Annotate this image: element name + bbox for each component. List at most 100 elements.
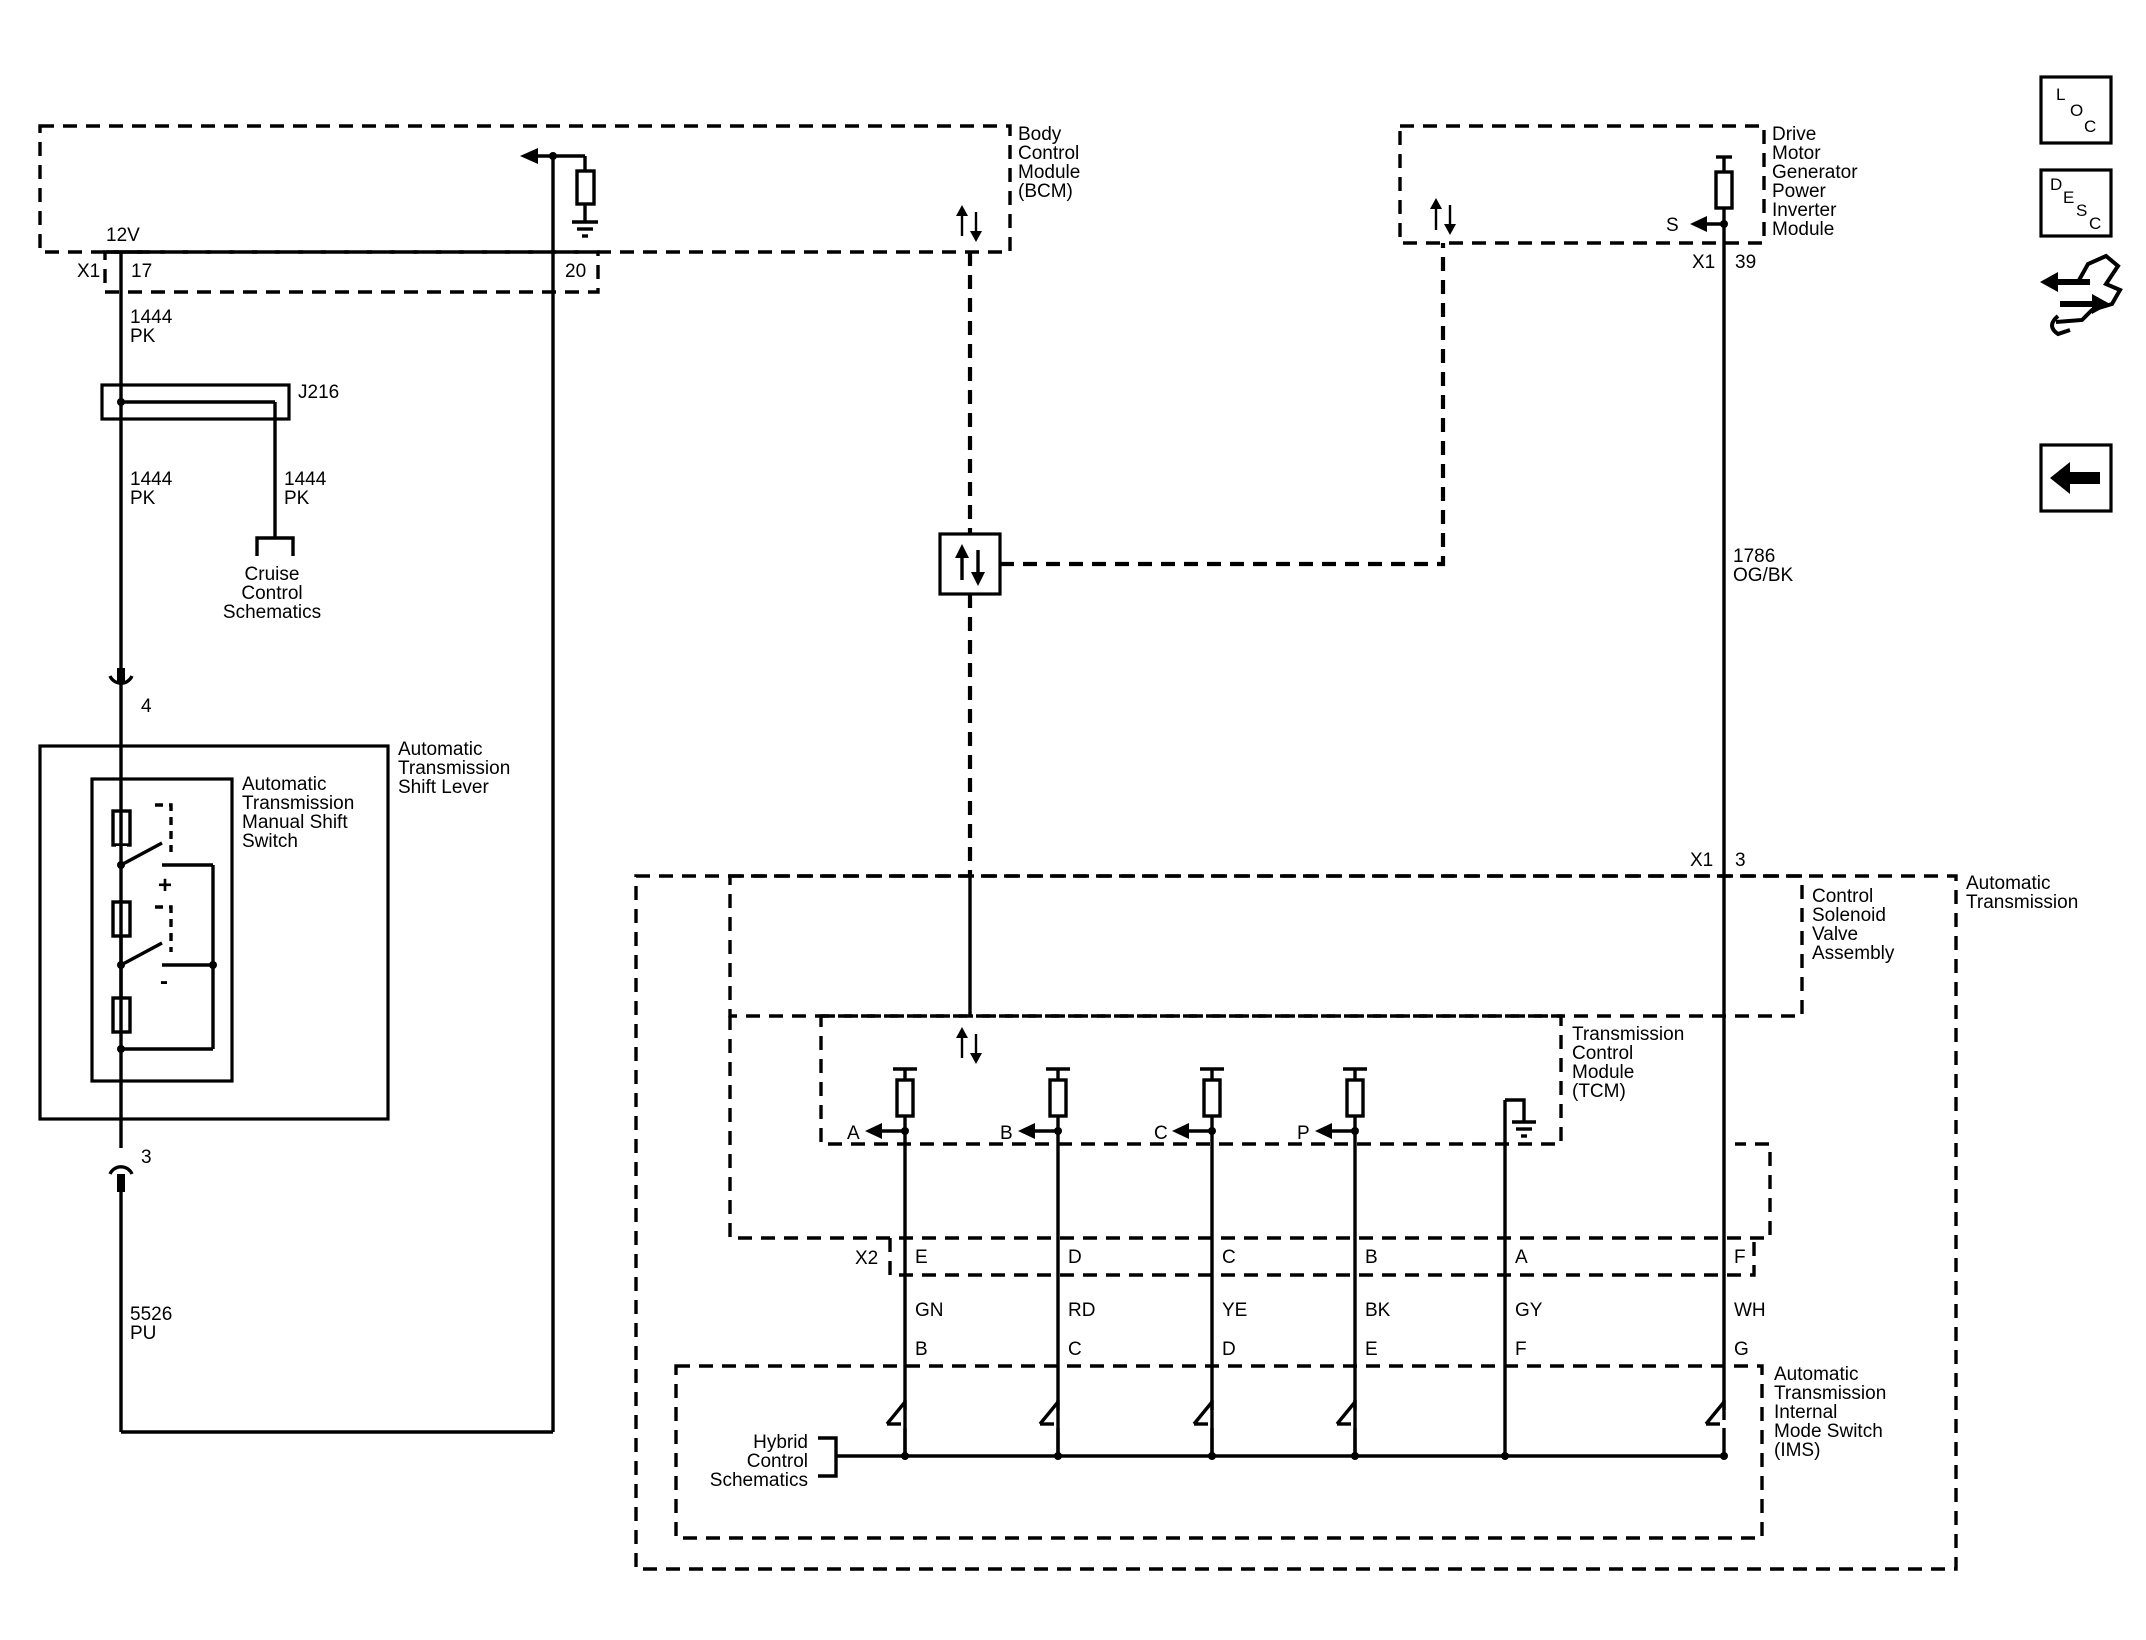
x2-pin-label: A bbox=[1515, 1247, 1528, 1268]
desc-letter: C bbox=[2089, 214, 2101, 233]
tcm-input-2: C bbox=[1154, 1067, 1224, 1456]
ims-pin-label: D bbox=[1222, 1339, 1236, 1360]
serial-data-gateway-box bbox=[938, 532, 1002, 596]
upshift-switch-icon bbox=[120, 803, 215, 1049]
tcm-serial-data-icon bbox=[956, 1027, 982, 1064]
at-connector-pin-3: 3 bbox=[1735, 850, 1746, 871]
ims-switch-icon bbox=[1192, 1400, 1216, 1460]
tcm-input-arrow-icon bbox=[1172, 1123, 1189, 1139]
loc-button[interactable]: L O C bbox=[2039, 75, 2113, 145]
tcm-resistor-icon bbox=[895, 1078, 915, 1118]
desc-letter: E bbox=[2063, 188, 2074, 207]
shift-lever-outline bbox=[38, 744, 390, 1121]
wire-color-label: RD bbox=[1068, 1300, 1095, 1321]
upshift-symbol: + bbox=[158, 872, 172, 899]
dmgpim-connector-label: X1 bbox=[1692, 252, 1715, 273]
wire-color-label: YE bbox=[1222, 1300, 1247, 1321]
automatic-transmission-outline bbox=[634, 874, 1958, 1571]
tcm-resistor-icon bbox=[1202, 1078, 1222, 1118]
tcm-input-0: A bbox=[847, 1067, 917, 1456]
tcm-input-label: A bbox=[847, 1123, 860, 1144]
wire-color-label: GY bbox=[1515, 1300, 1543, 1321]
splice-j216-box bbox=[100, 383, 291, 421]
serial-data-gateway-icon bbox=[955, 544, 985, 586]
ims-pin-label: E bbox=[1365, 1339, 1378, 1360]
bcm-connector-outline bbox=[103, 250, 600, 294]
wire-color-label: WH bbox=[1734, 1300, 1766, 1321]
control-solenoid-valve-assembly-outline bbox=[728, 874, 1804, 1018]
bcm-outline bbox=[38, 124, 1012, 254]
dmgpim-pin-s: S bbox=[1666, 215, 1679, 236]
bcm-ground-icon bbox=[572, 220, 598, 238]
tcm-input-1: B bbox=[1000, 1067, 1070, 1456]
loc-letter: O bbox=[2070, 101, 2083, 120]
dmgpim-outline bbox=[1398, 124, 1766, 245]
tcm-input-label: B bbox=[1000, 1123, 1013, 1144]
bcm-arrow-icon bbox=[520, 148, 538, 164]
bcm-pin-17: 17 bbox=[131, 261, 152, 282]
back-arrow-icon bbox=[2050, 462, 2100, 494]
splice-j216-label: J216 bbox=[298, 382, 339, 403]
desc-letter: D bbox=[2050, 175, 2062, 194]
tcm-input-arrow-icon bbox=[865, 1123, 882, 1139]
ims-pin-label: C bbox=[1068, 1339, 1082, 1360]
ims-switch-icon bbox=[1335, 1400, 1359, 1460]
tcm-ground-icon bbox=[1512, 1120, 1536, 1138]
downshift-switch-icon bbox=[120, 905, 217, 969]
ims-switch-icon bbox=[1704, 1400, 1728, 1460]
x2-pin-label: F bbox=[1734, 1247, 1746, 1268]
tcm-resistor-icon bbox=[1345, 1078, 1365, 1118]
loc-letter: L bbox=[2056, 85, 2065, 104]
bcm-12v-label: 12V bbox=[106, 225, 140, 246]
x2-pin-label: E bbox=[915, 1247, 928, 1268]
dmgpim-serial-data-icon bbox=[1430, 198, 1456, 235]
x2-connector-label: X2 bbox=[855, 1248, 878, 1269]
tcm-resistor-icon bbox=[1048, 1078, 1068, 1118]
inline-connector-pin-4: 4 bbox=[141, 696, 152, 717]
at-connector-x1: X1 bbox=[1690, 850, 1713, 871]
loc-letter: C bbox=[2084, 117, 2096, 136]
ims-switch-icon bbox=[1038, 1400, 1062, 1460]
inline-connector-3-icon bbox=[108, 1165, 134, 1175]
x2-pin-label: B bbox=[1365, 1247, 1378, 1268]
ims-switch-icon bbox=[885, 1400, 909, 1460]
cruise-reference-bracket bbox=[255, 536, 295, 556]
hybrid-reference-bracket bbox=[818, 1436, 838, 1478]
desc-button[interactable]: D E S C bbox=[2039, 168, 2113, 238]
bcm-connector-label: X1 bbox=[77, 261, 100, 282]
tcm-input-arrow-icon bbox=[1315, 1123, 1332, 1139]
inline-connector-pin-3: 3 bbox=[141, 1147, 152, 1168]
tcm-input-label: P bbox=[1297, 1123, 1310, 1144]
bcm-resistor-icon bbox=[575, 169, 596, 206]
downshift-symbol: - bbox=[160, 968, 168, 995]
x2-pin-label: C bbox=[1222, 1247, 1236, 1268]
dmgpim-pin-39: 39 bbox=[1735, 252, 1756, 273]
ims-outline bbox=[674, 1364, 1764, 1540]
bcm-pin-20: 20 bbox=[565, 261, 586, 282]
ims-pin-label: F bbox=[1515, 1339, 1527, 1360]
dmgpim-resistor-icon bbox=[1714, 170, 1734, 210]
dmgpim-arrow-icon bbox=[1690, 216, 1707, 232]
tcm-input-label: C bbox=[1154, 1123, 1168, 1144]
x2-pin-label: D bbox=[1068, 1247, 1082, 1268]
wire-color-label: GN bbox=[915, 1300, 944, 1321]
back-button[interactable] bbox=[2039, 443, 2113, 513]
bcm-serial-data-icon bbox=[956, 205, 982, 242]
connector-tool-icon[interactable] bbox=[2040, 253, 2123, 337]
manual-shift-switch-outline bbox=[90, 777, 234, 1083]
